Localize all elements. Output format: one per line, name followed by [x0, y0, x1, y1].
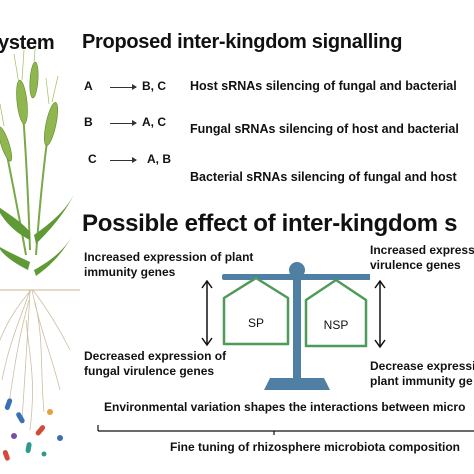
label-line: Increased expression of plant — [84, 250, 254, 264]
right-top-label: Increased expressi virulence genes — [370, 243, 474, 273]
arrow-icon — [110, 84, 137, 90]
label-line: plant immunity ge — [370, 374, 473, 388]
label-line: Decreased expression of — [84, 349, 227, 363]
signal-targets: A, C — [142, 115, 166, 129]
fine-tuning-text: Fine tuning of rhizosphere microbiota co… — [170, 440, 461, 454]
balance-scale-icon: SP NSP — [222, 262, 370, 390]
bracket-connector — [97, 425, 474, 435]
effect-title: Possible effect of inter-kingdom s — [82, 210, 458, 237]
pan-left-label: SP — [248, 316, 264, 330]
left-top-label: Increased expression of plant immunity g… — [84, 250, 253, 280]
arrow-icon — [110, 120, 137, 126]
label-line: Increased expressi — [370, 243, 474, 257]
signal-targets: B, C — [142, 79, 166, 93]
signal-source: C — [88, 152, 97, 166]
right-bottom-label: Decrease expressi plant immunity ge — [370, 359, 474, 389]
label-line: immunity genes — [84, 265, 176, 279]
wheat-plant-illustration — [0, 40, 80, 461]
label-line: fungal virulence genes — [84, 364, 215, 378]
signal-description: Fungal sRNAs silencing of host and bacte… — [190, 122, 459, 136]
signal-description: Host sRNAs silencing of fungal and bacte… — [190, 79, 457, 93]
signal-targets: A, B — [147, 152, 171, 166]
signal-source: B — [84, 115, 93, 129]
system-title-fragment: ystem — [0, 32, 55, 54]
right-double-arrow-icon — [374, 279, 386, 349]
signal-source: A — [84, 79, 93, 93]
pan-right-label: NSP — [324, 318, 349, 332]
left-bottom-label: Decreased expression of fungal virulence… — [84, 349, 226, 379]
signal-description: Bacterial sRNAs silencing of fungal and … — [190, 170, 457, 184]
label-line: Decrease expressi — [370, 359, 474, 373]
environment-text: Environmental variation shapes the inter… — [104, 400, 466, 414]
left-double-arrow-icon — [201, 279, 213, 347]
signalling-title: Proposed inter-kingdom signalling — [82, 31, 403, 53]
arrow-icon — [110, 157, 137, 163]
label-line: virulence genes — [370, 258, 461, 272]
